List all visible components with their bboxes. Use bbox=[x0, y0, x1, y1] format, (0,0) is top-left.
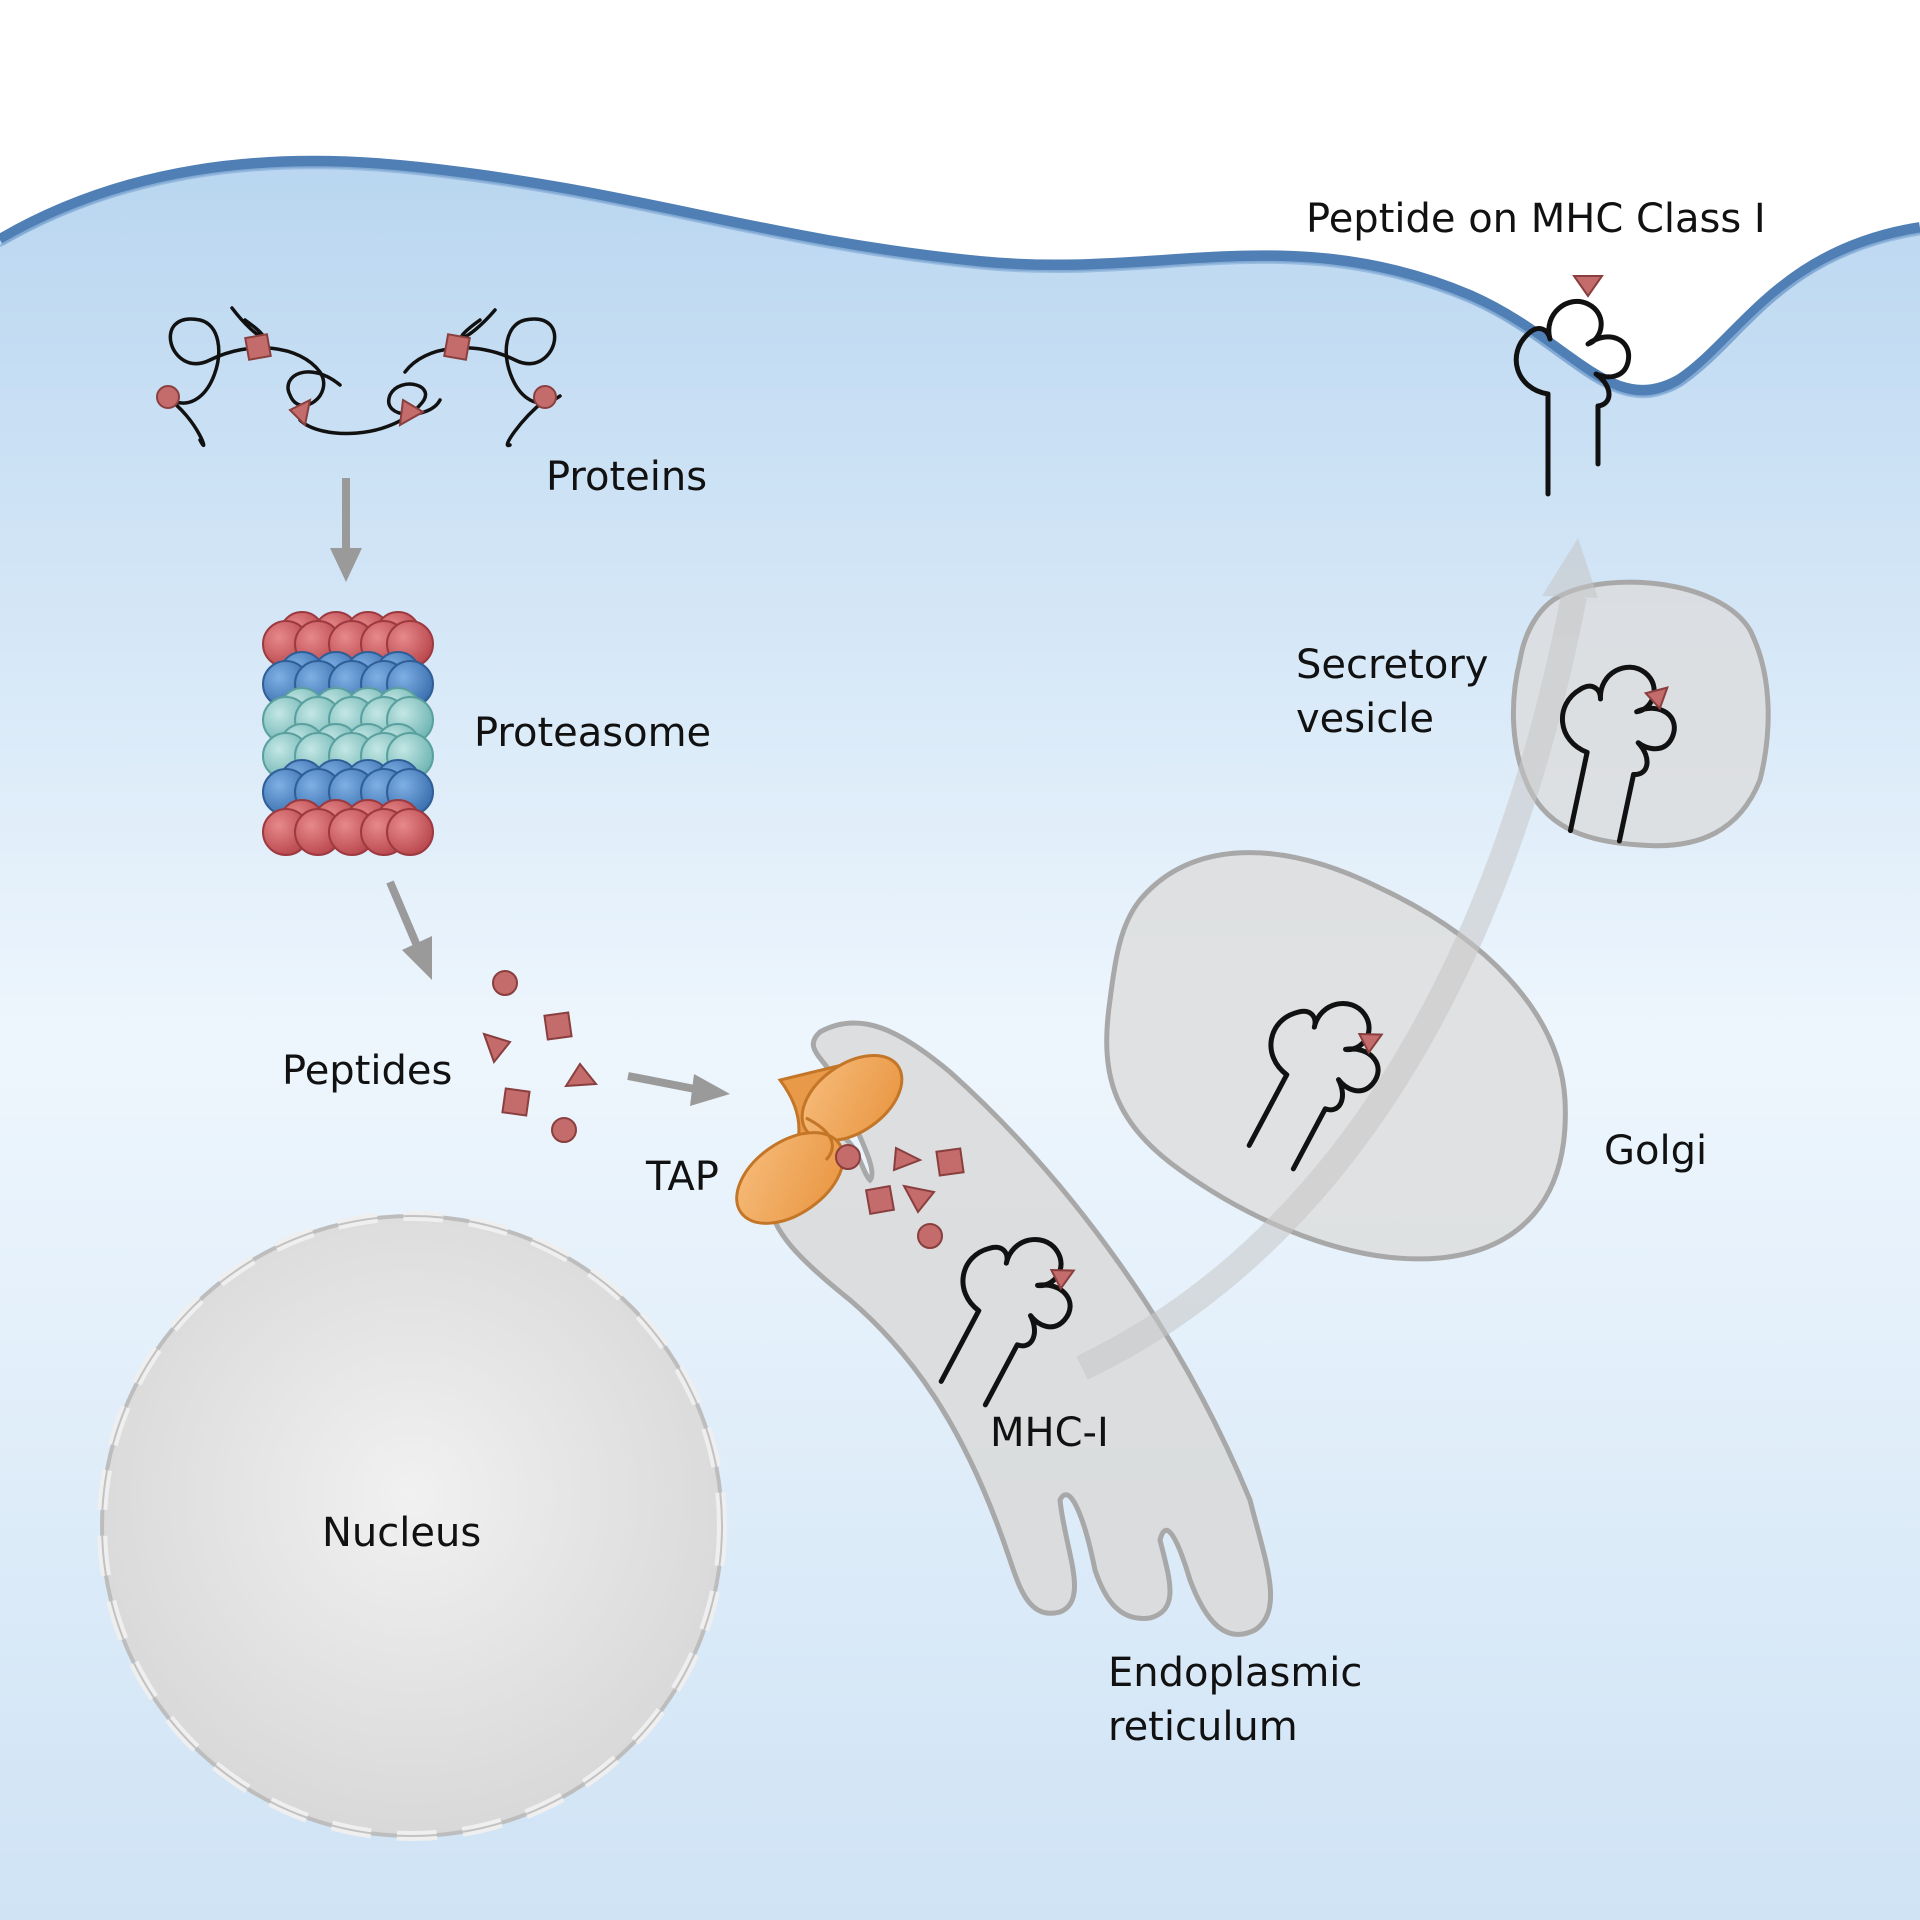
arrow-peptides-to-tap bbox=[627, 1072, 730, 1106]
peptides-cluster bbox=[482, 970, 598, 1143]
label-er-line2: reticulum bbox=[1108, 1704, 1298, 1750]
label-vesicle-line1: Secretory bbox=[1296, 642, 1488, 688]
proteasome-icon bbox=[262, 611, 434, 856]
arrow-proteins-to-proteasome bbox=[330, 478, 362, 582]
cell-membrane bbox=[0, 155, 1920, 397]
label-surface: Peptide on MHC Class I bbox=[1306, 196, 1766, 242]
label-er-line1: Endoplasmic bbox=[1108, 1650, 1362, 1696]
peptides-in-er bbox=[835, 1144, 965, 1249]
label-mhc-i: MHC-I bbox=[990, 1410, 1109, 1456]
label-golgi: Golgi bbox=[1604, 1128, 1707, 1174]
mhc-class-i-icon bbox=[1246, 1001, 1384, 1172]
arrow-proteasome-to-peptides bbox=[386, 880, 432, 980]
label-nucleus: Nucleus bbox=[322, 1510, 481, 1556]
proteasome-subunit bbox=[386, 808, 434, 856]
mhc-class-i-icon bbox=[1560, 664, 1677, 844]
secretory-vesicle bbox=[1510, 579, 1771, 849]
transport-arrow-er-to-surface bbox=[1076, 538, 1598, 1380]
tap-transporter bbox=[735, 1053, 904, 1225]
label-proteins: Proteins bbox=[546, 454, 707, 500]
label-peptides: Peptides bbox=[282, 1048, 452, 1094]
nucleus bbox=[97, 1211, 727, 1841]
mhc-class-i-icon bbox=[1513, 275, 1632, 497]
label-vesicle-line2: vesicle bbox=[1296, 696, 1434, 742]
protein-coil-icon bbox=[156, 306, 562, 448]
label-proteasome: Proteasome bbox=[474, 710, 711, 756]
mhc-class-i-icon bbox=[938, 1237, 1076, 1408]
label-tap: TAP bbox=[645, 1154, 719, 1200]
